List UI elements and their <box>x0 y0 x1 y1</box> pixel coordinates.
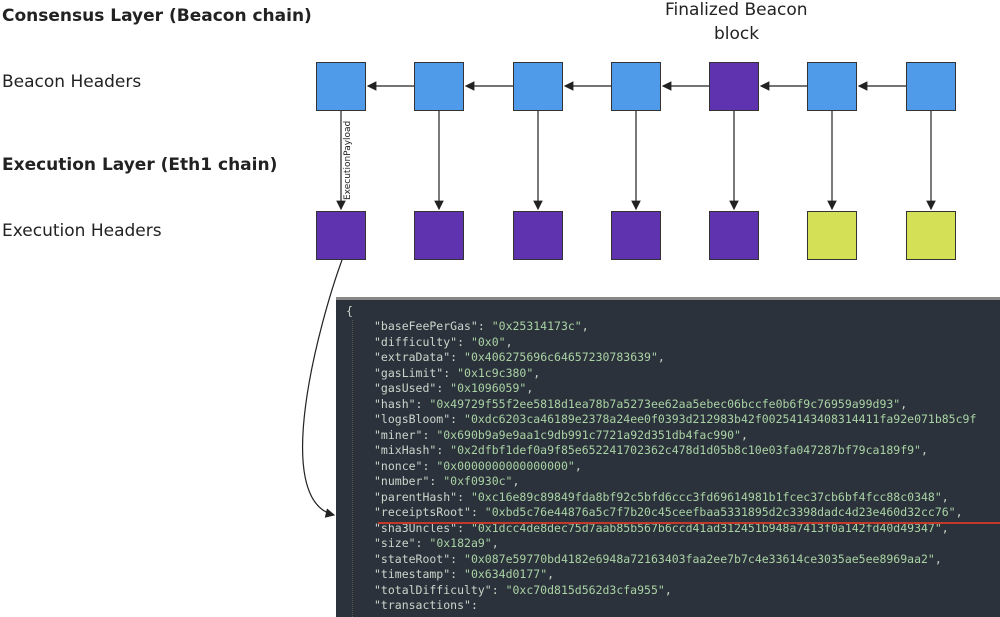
json-key: "hash" <box>374 396 416 411</box>
json-field: "gasUsed": "0x1096059", <box>374 381 534 395</box>
json-field: "extraData": "0x406275696c64657230783639… <box>374 350 665 364</box>
execution-block <box>513 211 563 260</box>
payload-curve <box>302 259 343 518</box>
json-value: "0x2dfbf1def0a9f85e652241702362c478d1d05… <box>450 443 921 457</box>
execution-block <box>709 211 759 260</box>
json-value: "0xdc6203ca46189e2378a24ee0f0393d212983b… <box>464 412 977 426</box>
json-key: "parentHash" <box>374 489 458 504</box>
json-field: "number": "0xf0930c", <box>374 474 520 488</box>
json-field: "hash": "0x49729f55f2ee5818d1ea78b7a5273… <box>374 396 908 411</box>
json-key: "size" <box>374 536 416 550</box>
json-field: "parentHash": "0xc16e89c89849fda8bf92c5b… <box>374 489 949 504</box>
json-field: "baseFeePerGas": "0x25314173c", <box>374 319 589 333</box>
json-field: "receiptsRoot": "0xbd5c76e44876a5c7f7b20… <box>374 505 963 519</box>
json-field: "sha3Uncles": "0x1dcc4de8dec75d7aab85b56… <box>374 520 949 535</box>
json-value: "0xc16e89c89849fda8bf92c5bfd6ccc3fd69614… <box>470 489 942 504</box>
json-field: "size": "0x182a9", <box>374 536 499 550</box>
json-key: "totalDifficulty" <box>374 582 492 597</box>
json-key: "baseFeePerGas" <box>374 319 478 333</box>
json-field: "transactions": <box>374 598 478 612</box>
json-key: "receiptsRoot" <box>374 505 471 519</box>
json-field: "mixHash": "0x2dfbf1def0a9f85e6522417023… <box>374 443 928 457</box>
json-value: "0x406275696c64657230783639" <box>464 350 658 364</box>
beacon-block <box>414 62 464 111</box>
json-key: "nonce" <box>374 458 423 473</box>
json-value: "0x0000000000000000" <box>436 458 575 473</box>
finalized-label: Finalized Beacon <box>665 0 808 20</box>
beacon-headers-label: Beacon Headers <box>2 72 142 92</box>
json-key: "extraData" <box>374 350 451 364</box>
json-value: "0x25314173c" <box>491 319 582 333</box>
execution-payload-json: { "baseFeePerGas": "0x25314173c","diffic… <box>336 297 1000 617</box>
json-open-brace: { <box>346 304 353 318</box>
execution-block <box>316 211 366 260</box>
json-value: "0x49729f55f2ee5818d1ea78b7a5273ee62aa5e… <box>429 396 901 411</box>
json-value: "0x0" <box>470 334 506 349</box>
json-value: "0xf0930c" <box>443 474 513 488</box>
beacon-block <box>906 62 956 111</box>
finalized-label-2: block <box>714 24 760 44</box>
receipts-root-highlight <box>378 522 1000 524</box>
json-field: "timestamp": "0x634d0177", <box>374 567 555 581</box>
json-key: "mixHash" <box>374 443 437 457</box>
json-key: "sha3Uncles" <box>374 520 458 535</box>
beacon-block <box>611 62 661 111</box>
json-value: "0x1dcc4de8dec75d7aab85b567b6ccd41ad3124… <box>470 520 942 535</box>
json-key: "gasLimit" <box>374 365 444 380</box>
beacon-block <box>513 62 563 111</box>
beacon-block <box>807 62 857 111</box>
json-field: "miner": "0x690b9a9e9aa1c9db991c7721a92d… <box>374 427 748 442</box>
json-key: "difficulty" <box>374 334 458 349</box>
json-key: "stateRoot" <box>374 551 451 566</box>
json-value: "0x087e59770bd4182e6948a72163403faa2ee7b… <box>464 551 935 566</box>
json-key: "number" <box>374 474 430 488</box>
json-field: "stateRoot": "0x087e59770bd4182e6948a721… <box>374 551 942 566</box>
consensus-layer-heading: Consensus Layer (Beacon chain) <box>2 6 312 26</box>
beacon-block <box>709 62 759 111</box>
execution-block <box>414 211 464 260</box>
json-value: "0x634d0177" <box>464 567 548 581</box>
json-key: "logsBloom" <box>374 412 451 426</box>
json-value: "0xc70d815d562d3cfa955" <box>505 582 665 597</box>
json-value: "0x1096059" <box>450 381 527 395</box>
json-field: "nonce": "0x0000000000000000", <box>374 458 582 473</box>
execution-layer-heading: Execution Layer (Eth1 chain) <box>2 155 278 175</box>
json-key: "transactions" <box>374 598 471 612</box>
execution-block <box>906 211 956 260</box>
json-value: "0x1c9c380" <box>457 365 534 380</box>
json-key: "timestamp" <box>374 567 451 581</box>
json-value: "0xbd5c76e44876a5c7f7b20c45ceefbaa533189… <box>484 505 956 519</box>
execution-block <box>611 211 661 260</box>
execution-block <box>807 211 857 260</box>
beacon-block <box>316 62 366 111</box>
json-field: "logsBloom": "0xdc6203ca46189e2378a24ee0… <box>374 412 977 426</box>
execution-headers-label: Execution Headers <box>2 221 162 241</box>
json-key: "miner" <box>374 427 423 442</box>
json-value: "0x182a9" <box>429 536 492 550</box>
json-field: "gasLimit": "0x1c9c380", <box>374 365 541 380</box>
json-field: "totalDifficulty": "0xc70d815d562d3cfa95… <box>374 582 672 597</box>
json-key: "gasUsed" <box>374 381 437 395</box>
json-field: "difficulty": "0x0", <box>374 334 513 349</box>
json-value: "0x690b9a9e9aa1c9db991c7721a92d351db4fac… <box>436 427 741 442</box>
